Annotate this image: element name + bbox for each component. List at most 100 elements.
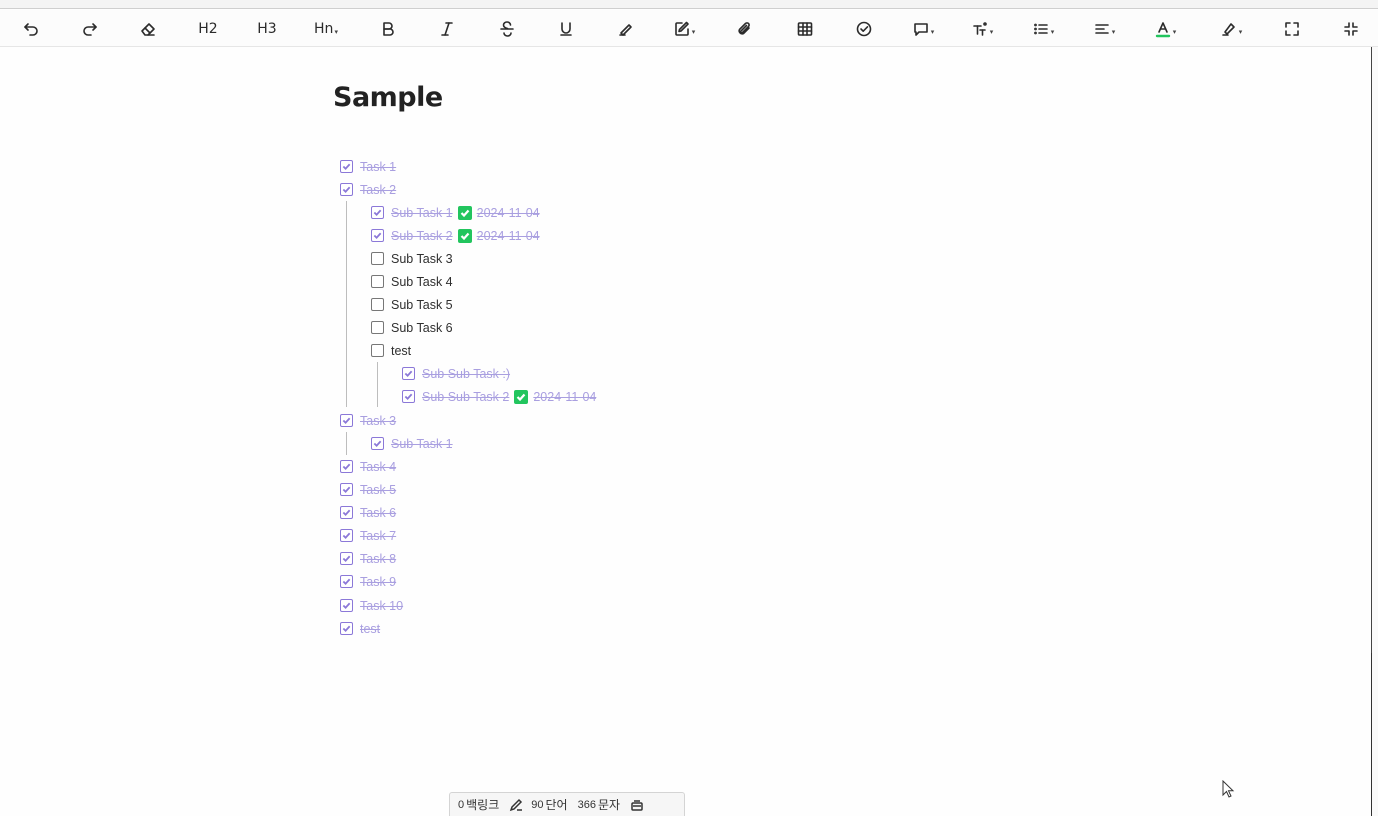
scrollbar[interactable] [1372, 47, 1378, 816]
fullscreen-button[interactable] [1274, 10, 1310, 47]
redo-icon [83, 22, 97, 36]
clear-format-button[interactable] [130, 10, 166, 47]
check-icon [342, 509, 351, 517]
checkbox-unchecked[interactable] [371, 298, 384, 311]
checkbox-checked[interactable] [402, 390, 415, 403]
check-icon [342, 186, 351, 194]
calendar-check-icon [514, 389, 529, 404]
task-label[interactable]: test [391, 343, 412, 358]
task-label[interactable]: Sub Task 3 [391, 251, 453, 266]
checkbox-checked[interactable] [371, 437, 384, 450]
checkbox-unchecked[interactable] [371, 252, 384, 265]
checkbox-checked[interactable] [340, 460, 353, 473]
task-label[interactable]: Task 1 [360, 159, 397, 174]
checkbox-checked[interactable] [371, 229, 384, 242]
checkbox-unchecked[interactable] [371, 344, 384, 357]
heading-3-button[interactable]: H3 [249, 10, 285, 47]
task-label[interactable]: Task 5 [360, 482, 397, 497]
text-size-dropdown[interactable]: ▾ [964, 10, 1000, 47]
task-label[interactable]: Task 7 [360, 528, 397, 543]
nest-guide-task3 [346, 432, 347, 455]
check-icon [342, 463, 351, 471]
checkbox-checked[interactable] [340, 483, 353, 496]
checkbox-checked[interactable] [340, 183, 353, 196]
editor-toolbar: H2 H3 Hn▾ ▾ ▾ ▾ ▾ ▾ ▾ [0, 10, 1378, 47]
task-label[interactable]: Sub Task 6 [391, 320, 453, 335]
edit-dropdown[interactable]: ▾ [666, 10, 702, 47]
highlight-color-dropdown[interactable]: ▾ [1213, 10, 1249, 47]
task-label[interactable]: Sub Task 4 [391, 274, 453, 289]
undo-button[interactable] [13, 10, 49, 47]
bold-button[interactable] [370, 10, 406, 47]
due-date[interactable]: 2024-11-04 [457, 205, 540, 220]
check-icon [373, 232, 382, 240]
due-date[interactable]: 2024-11-04 [457, 228, 540, 243]
highlight-pen-button[interactable] [608, 10, 644, 47]
due-date-text: 2024-11-04 [533, 389, 597, 404]
checkbox-checked[interactable] [340, 599, 353, 612]
task-label[interactable]: Sub Sub Task 2 [422, 389, 510, 404]
pencil-icon[interactable] [509, 798, 523, 812]
task-label[interactable]: Task 4 [360, 459, 397, 474]
align-dropdown[interactable]: ▾ [1086, 10, 1122, 47]
table-button[interactable] [787, 10, 823, 47]
task-label[interactable]: Task 6 [360, 505, 397, 520]
chevron-down-icon: ▾ [691, 29, 696, 36]
word-count: 90 [531, 798, 544, 811]
heading-2-button[interactable]: H2 [190, 10, 226, 47]
task-label[interactable]: Sub Task 1 [391, 436, 453, 451]
italic-button[interactable] [429, 10, 465, 47]
task-label[interactable]: test [360, 621, 381, 636]
checkbox-checked[interactable] [340, 160, 353, 173]
text-size-icon [972, 21, 987, 36]
list-icon [1033, 23, 1048, 34]
heading-n-dropdown[interactable]: Hn▾ [308, 10, 344, 47]
task-label[interactable]: Sub Sub Task :) [422, 366, 511, 381]
chevron-down-icon: ▾ [1111, 29, 1116, 36]
comment-dropdown[interactable]: ▾ [905, 10, 941, 47]
checkbox-checked[interactable] [340, 575, 353, 588]
checkbox-checked[interactable] [340, 506, 353, 519]
due-date[interactable]: 2024-11-04 [514, 389, 597, 404]
redo-button[interactable] [72, 10, 108, 47]
backlinks-label[interactable]: 백링크 [466, 798, 500, 812]
checkbox-checked[interactable] [340, 552, 353, 565]
exit-fullscreen-button[interactable] [1333, 10, 1369, 47]
attach-button[interactable] [726, 10, 762, 47]
task-label[interactable]: Sub Task 5 [391, 297, 453, 312]
comment-icon [913, 22, 928, 36]
checkbox-unchecked[interactable] [371, 321, 384, 334]
task-label[interactable]: Task 2 [360, 182, 397, 197]
task-label[interactable]: Task 9 [360, 574, 397, 589]
check-icon [404, 393, 413, 401]
task-item: Sub Sub Task :) [402, 362, 510, 385]
task-label[interactable]: Task 3 [360, 413, 397, 428]
task-label[interactable]: Sub Task 2 [391, 228, 453, 243]
task-label[interactable]: Sub Task 1 [391, 205, 453, 220]
strikethrough-button[interactable] [489, 10, 525, 47]
collapse-icon[interactable] [630, 798, 644, 812]
checkbox-checked[interactable] [371, 206, 384, 219]
checkbox-checked[interactable] [340, 529, 353, 542]
task-label[interactable]: Task 8 [360, 551, 397, 566]
checkbox-checked[interactable] [402, 367, 415, 380]
expand-icon [1285, 21, 1299, 36]
underline-button[interactable] [548, 10, 584, 47]
task-item: Sub Task 2 2024-11-04 [371, 224, 540, 247]
font-color-dropdown[interactable]: ▾ [1147, 10, 1183, 47]
document-title[interactable]: Sample [333, 82, 443, 113]
hn-label: Hn [314, 20, 334, 37]
checkbox-checked[interactable] [340, 622, 353, 635]
task-item: test [371, 339, 411, 362]
checkbox-unchecked[interactable] [371, 275, 384, 288]
list-dropdown[interactable]: ▾ [1025, 10, 1061, 47]
table-icon [797, 21, 813, 36]
mouse-cursor-icon [1222, 780, 1235, 798]
checkbox-checked[interactable] [340, 414, 353, 427]
check-icon [342, 532, 351, 540]
checklist-button[interactable] [846, 10, 882, 47]
calendar-check-icon [457, 205, 472, 220]
task-item: Task 4 [340, 455, 396, 478]
task-item: Task 9 [340, 570, 396, 593]
task-label[interactable]: Task 10 [360, 598, 404, 613]
